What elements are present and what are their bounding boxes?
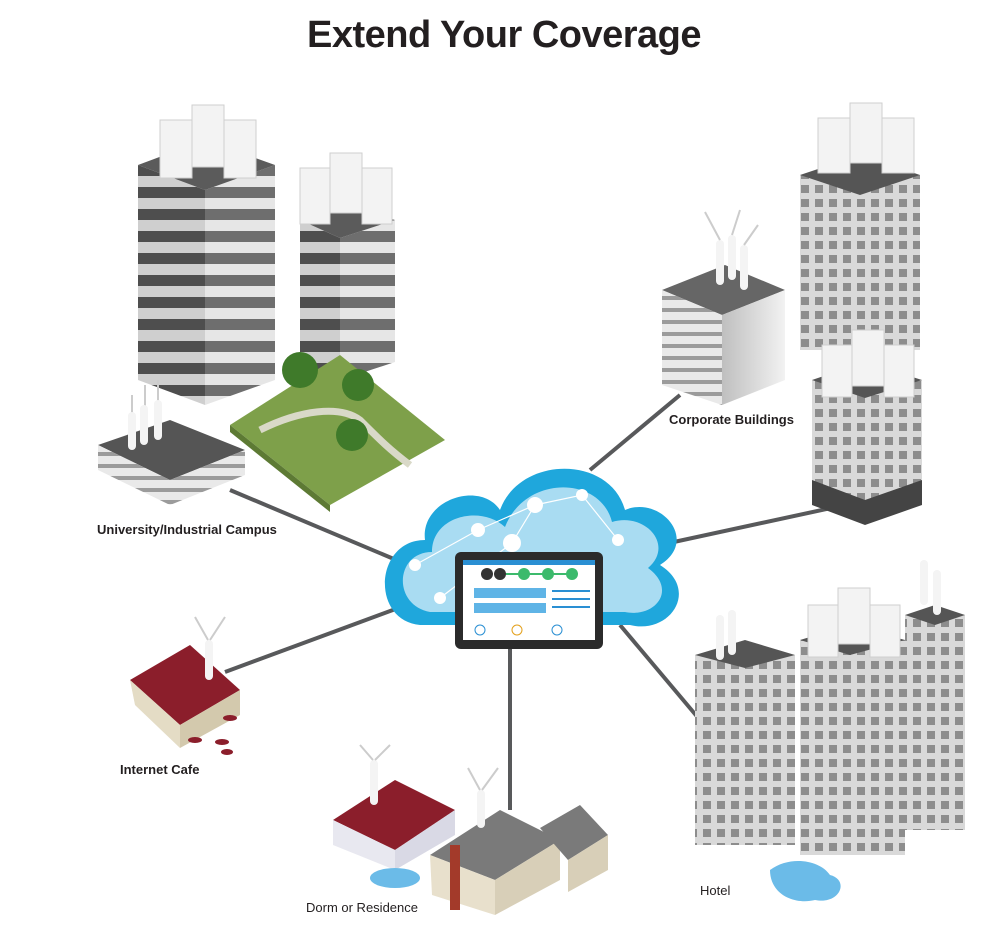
dorm-illustration xyxy=(333,744,608,915)
location-label-dorm: Dorm or Residence xyxy=(306,900,418,915)
location-label-hotel: Hotel xyxy=(700,883,731,898)
corporate-illustration xyxy=(662,102,922,525)
connection-lines xyxy=(224,393,846,810)
cafe-illustration xyxy=(130,616,240,755)
page-title: Extend Your Coverage xyxy=(306,14,702,56)
location-label-cafe: Internet Cafe xyxy=(120,762,200,777)
location-label-corporate: Corporate Buildings xyxy=(669,412,794,427)
location-label-campus: University/Industrial Campus xyxy=(97,522,277,537)
campus-illustration xyxy=(98,104,445,512)
hotel-illustration xyxy=(695,560,965,902)
tablet-dashboard xyxy=(455,552,603,649)
